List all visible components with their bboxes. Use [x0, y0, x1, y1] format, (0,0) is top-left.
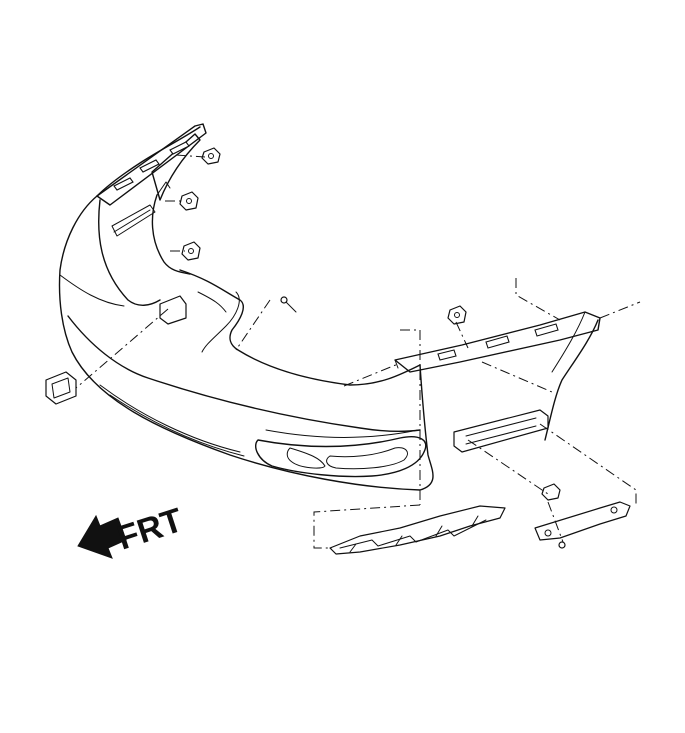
lower-bracket-right [534, 501, 631, 541]
clip-nut-3 [181, 241, 201, 261]
screw-lower [558, 541, 566, 549]
left-mounting-flange [96, 123, 207, 206]
assembly-leader-lines [75, 154, 641, 549]
retainer-clip-center [159, 295, 187, 325]
fog-lamp-bezel-right [453, 409, 549, 453]
clip-nut-5 [541, 483, 561, 501]
front-direction-arrow-icon [77, 514, 127, 559]
clip-nut-4 [447, 305, 467, 325]
screw-top [280, 296, 297, 313]
retainer-clip-left [45, 371, 77, 405]
clip-nut-2 [179, 191, 199, 211]
clip-nut-1 [201, 147, 221, 165]
right-mounting-flange [394, 311, 601, 441]
lower-splash-shield [329, 505, 506, 555]
front-direction-label: FRT [113, 501, 188, 558]
